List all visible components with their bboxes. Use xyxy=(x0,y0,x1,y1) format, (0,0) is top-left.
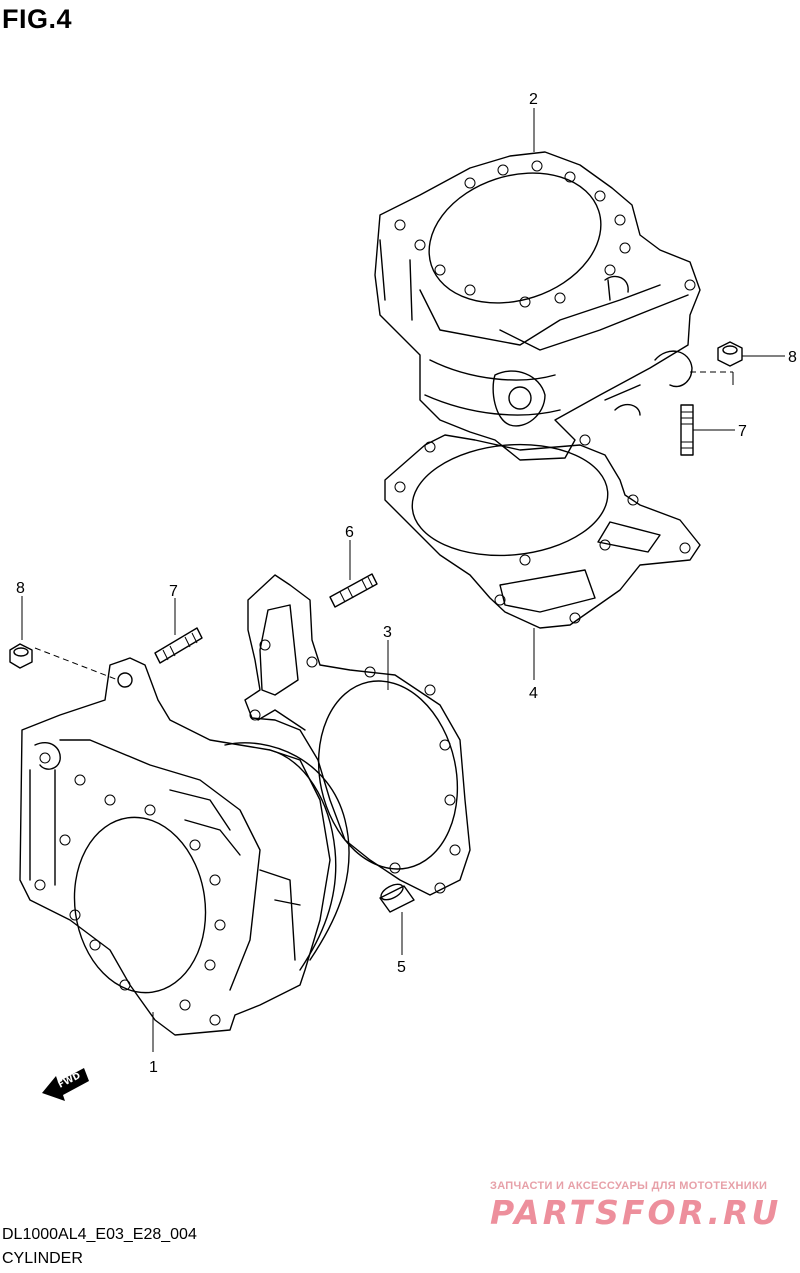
part-2-bolt-holes xyxy=(394,160,696,446)
part-6-stud[interactable] xyxy=(329,573,378,608)
part-2-rear-cylinder[interactable] xyxy=(374,151,701,461)
watermark-logo: PARTSFOR.RU xyxy=(490,1193,782,1232)
callout-1: 1 xyxy=(149,1059,158,1076)
callout-8-upper: 8 xyxy=(788,349,797,366)
part-1-front-cylinder[interactable] xyxy=(19,657,350,1036)
diagram-name: CYLINDER xyxy=(2,1250,83,1267)
callout-2: 2 xyxy=(529,91,538,108)
callout-7-upper: 7 xyxy=(738,423,747,440)
part-1-bolt-holes xyxy=(34,752,226,1026)
callout-numbers: 1 2 3 4 5 6 7 7 8 8 xyxy=(16,91,797,1076)
part-5-dowel-pin[interactable] xyxy=(379,881,415,913)
part-8-lower-alignment xyxy=(34,647,119,681)
leader-lines xyxy=(21,108,785,1052)
part-3-front-cylinder-gasket[interactable] xyxy=(244,574,474,896)
callout-4: 4 xyxy=(529,685,538,702)
part-7-stud-upper[interactable] xyxy=(680,404,694,456)
diagram-code: DL1000AL4_E03_E28_004 xyxy=(2,1226,197,1243)
callout-8-lower: 8 xyxy=(16,580,25,597)
watermark-tagline: ЗАПЧАСТИ И АКСЕССУАРЫ ДЛЯ МОТОТЕХНИКИ xyxy=(490,1180,768,1192)
fwd-arrow-icon: FWD xyxy=(42,1068,89,1101)
callout-5: 5 xyxy=(397,959,406,976)
callout-7-lower: 7 xyxy=(169,583,178,600)
part-8-nut-upper[interactable] xyxy=(717,341,743,367)
callout-3: 3 xyxy=(383,624,392,641)
part-7-stud-lower[interactable] xyxy=(154,627,203,664)
figure-title: FIG.4 xyxy=(2,4,73,34)
part-8-nut-lower[interactable] xyxy=(9,643,33,669)
part-4-rear-cylinder-gasket[interactable] xyxy=(384,434,701,629)
callout-6: 6 xyxy=(345,524,354,541)
